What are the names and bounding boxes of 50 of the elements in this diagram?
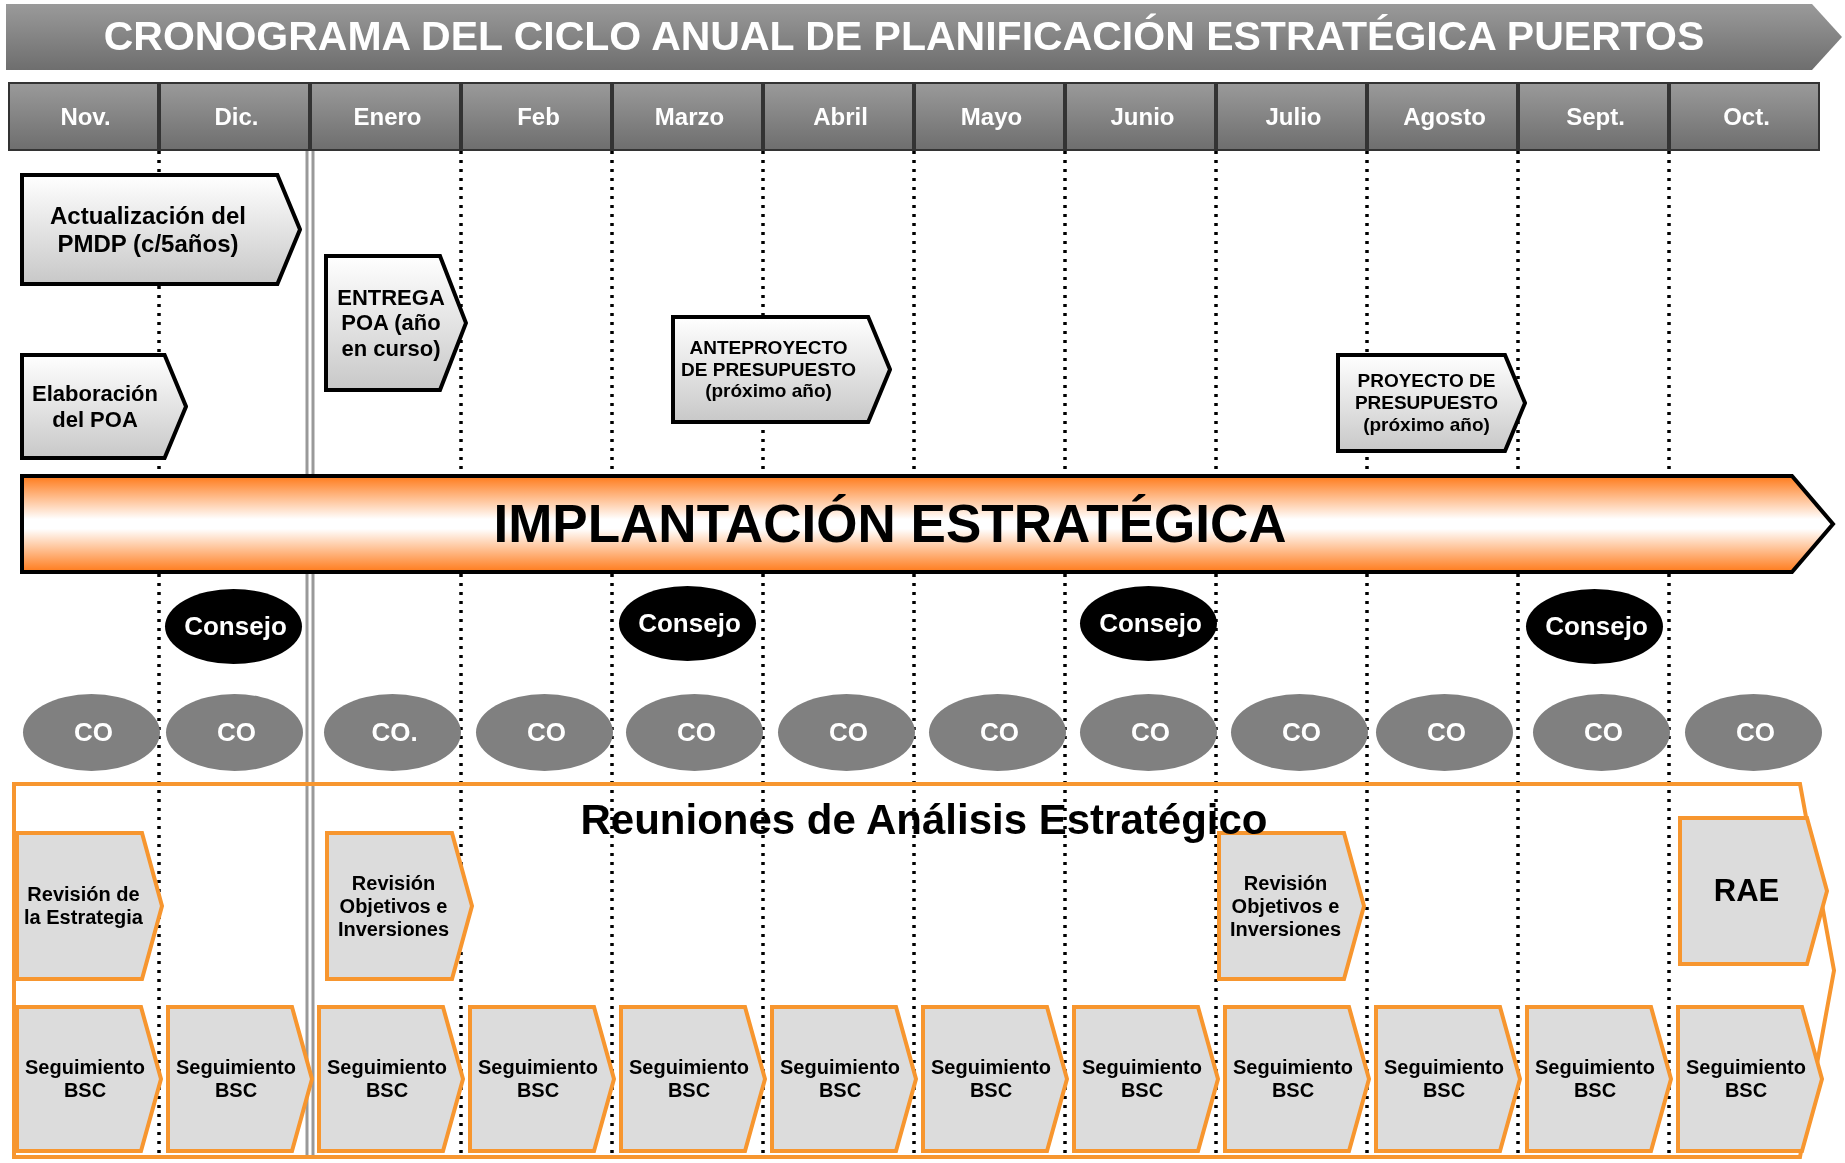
meeting-ellipse: CO	[1231, 694, 1368, 771]
milestone-arrow: ENTREGA POA (año en curso)	[324, 254, 468, 392]
meeting-ellipse: CO.	[324, 694, 461, 771]
meeting-ellipse: Consejo	[1526, 589, 1663, 664]
month-header: Oct.	[1669, 82, 1820, 151]
meeting-ellipse: CO	[1685, 694, 1822, 771]
review-arrow: RAE	[1677, 815, 1830, 967]
group-frame	[12, 782, 1836, 1159]
meeting-ellipse: Consejo	[619, 586, 756, 661]
month-header: Agosto	[1367, 82, 1518, 151]
meeting-ellipse: CO	[929, 694, 1066, 771]
month-header: Dic.	[159, 82, 310, 151]
review-arrow: Seguimiento BSC	[1524, 1004, 1674, 1154]
review-arrow: Seguimiento BSC	[1675, 1004, 1825, 1154]
meeting-ellipse: CO	[778, 694, 915, 771]
title-banner: CRONOGRAMA DEL CICLO ANUAL DE PLANIFICACIÓN ESTRATÉGICA PUERTOS	[6, 4, 1842, 70]
meeting-ellipse: CO	[1080, 694, 1217, 771]
meeting-ellipse: CO	[23, 694, 160, 771]
review-arrow: Seguimiento BSC	[14, 1004, 164, 1154]
month-header: Marzo	[612, 82, 763, 151]
month-header: Abril	[763, 82, 914, 151]
milestone-arrow: Elaboración del POA	[20, 353, 188, 460]
review-arrow: Seguimiento BSC	[920, 1004, 1070, 1154]
review-arrow: Seguimiento BSC	[316, 1004, 466, 1154]
review-arrow: Seguimiento BSC	[618, 1004, 768, 1154]
review-arrow: Seguimiento BSC	[165, 1004, 315, 1154]
review-arrow: Seguimiento BSC	[467, 1004, 617, 1154]
month-header: Enero	[310, 82, 461, 151]
month-header: Julio	[1216, 82, 1367, 151]
review-arrow: Seguimiento BSC	[1222, 1004, 1372, 1154]
meeting-ellipse: CO	[1533, 694, 1670, 771]
month-header: Junio	[1065, 82, 1216, 151]
meeting-ellipse: Consejo	[165, 589, 302, 664]
milestone-arrow: Actualización del PMDP (c/5años)	[20, 173, 302, 286]
meeting-ellipse: Consejo	[1080, 586, 1217, 661]
review-arrow: Seguimiento BSC	[769, 1004, 919, 1154]
review-arrow: Seguimiento BSC	[1373, 1004, 1523, 1154]
review-arrow: Seguimiento BSC	[1071, 1004, 1221, 1154]
meeting-ellipse: CO	[1376, 694, 1513, 771]
review-arrow: Revisión Objetivos e Inversiones	[324, 830, 475, 982]
meeting-ellipse: CO	[626, 694, 763, 771]
milestone-arrow: ANTEPROYECTO DE PRESUPUESTO (próximo año)	[671, 315, 892, 424]
month-header: Sept.	[1518, 82, 1669, 151]
meeting-ellipse: CO	[476, 694, 613, 771]
month-header: Mayo	[914, 82, 1065, 151]
milestone-arrow: PROYECTO DE PRESUPUESTO (próximo año)	[1336, 353, 1527, 453]
meeting-ellipse: CO	[166, 694, 303, 771]
review-arrow: Revisión de la Estrategia	[14, 830, 165, 982]
month-header: Nov.	[8, 82, 159, 151]
month-header: Feb	[461, 82, 612, 151]
